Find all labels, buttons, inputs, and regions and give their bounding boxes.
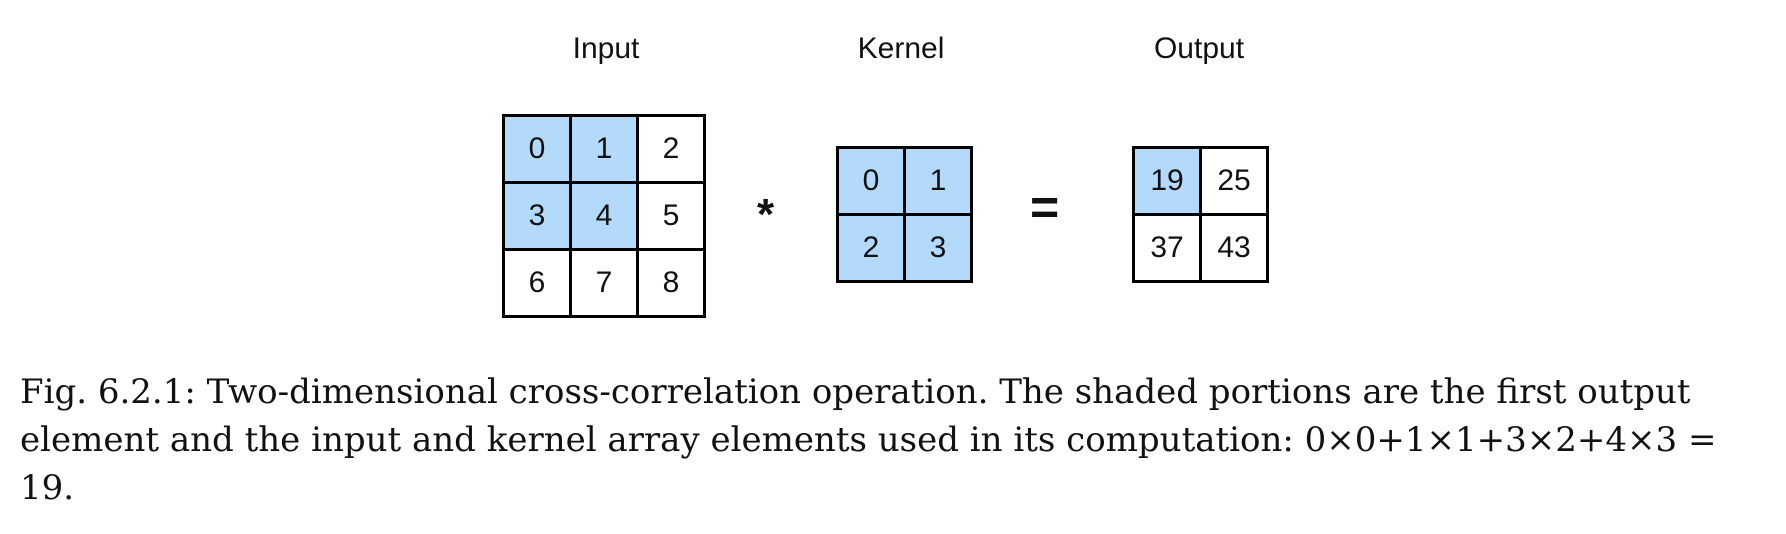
output-cell: 25	[1202, 149, 1266, 213]
kernel-label: Kernel	[857, 32, 945, 65]
input-cell: 7	[572, 251, 636, 315]
input-cell: 2	[639, 117, 703, 181]
input-cell: 4	[572, 184, 636, 248]
output-cell: 19	[1135, 149, 1199, 213]
figure-caption: Fig. 6.2.1: Two-dimensional cross-correl…	[20, 372, 1717, 508]
input-cell: 1	[572, 117, 636, 181]
input-cell: 0	[505, 117, 569, 181]
kernel-cell: 1	[906, 149, 970, 213]
correlation-operator: *	[757, 190, 775, 239]
input-cell: 6	[505, 251, 569, 315]
kernel-cell: 0	[839, 149, 903, 213]
kernel-cell: 2	[839, 216, 903, 280]
input-label: Input	[572, 32, 640, 65]
input-cell: 5	[639, 184, 703, 248]
output-cell: 37	[1135, 216, 1199, 280]
output-cell: 43	[1202, 216, 1266, 280]
kernel-cell: 3	[906, 216, 970, 280]
equals-operator: =	[1030, 179, 1060, 235]
output-label: Output	[1153, 32, 1245, 65]
input-cell: 8	[639, 251, 703, 315]
input-cell: 3	[505, 184, 569, 248]
